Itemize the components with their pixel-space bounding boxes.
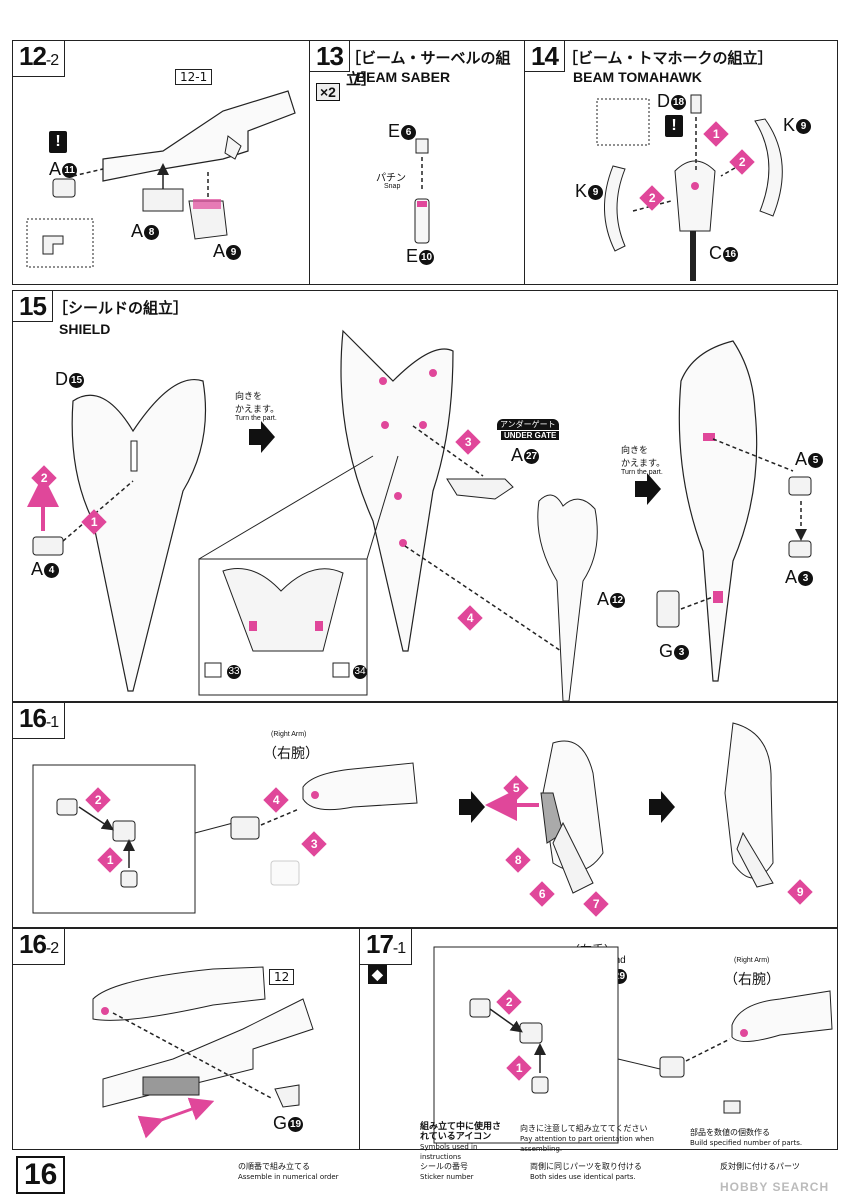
undergate-en: UNDER GATE	[501, 431, 560, 440]
step-number: 15	[13, 291, 53, 322]
step-title-jp: ［シールドの組立］	[53, 299, 189, 317]
step-number: 16-2	[13, 929, 66, 965]
step-number: 14	[525, 41, 565, 72]
legend-header: 組み立て中に使用されているアイコン Symbols used in instru…	[420, 1122, 502, 1161]
turn-note-1-jp: 向きを かえます。	[235, 392, 280, 415]
turn-note-1-en: Turn the part.	[235, 415, 277, 422]
step-title-jp: ［ビーム・サーベルの組立］	[346, 49, 511, 88]
turn-note-2-jp: 向きを かえます。	[621, 446, 666, 469]
page-number: 16	[16, 1156, 66, 1194]
caution-icon: !	[49, 131, 67, 153]
both-sides-icon: ◆	[368, 965, 387, 984]
beam-tomahawk-illustration	[596, 94, 783, 281]
quantity-badge: ×2	[316, 83, 340, 101]
right-arm-en: (Right Arm)	[271, 731, 307, 738]
step-number: 12-2	[13, 41, 66, 77]
right-arm-jp: （右腕）	[724, 972, 780, 988]
legend-item-opposite: 反対側に付けるパーツ	[720, 1162, 800, 1171]
step-17-1-panel: 17-1 ◆ （左手） Left hand (Right Arm) （右腕） I…	[359, 928, 838, 1150]
sticker-34: 34	[353, 665, 367, 679]
left-hand-illustration	[433, 946, 833, 1144]
right-arm-en: (Right Arm)	[734, 957, 770, 964]
ref-label: 12	[269, 969, 295, 985]
step-title-en: SHIELD	[59, 321, 111, 337]
arm-rifle-illustration	[92, 966, 314, 1139]
sticker-33: 33	[227, 665, 241, 679]
ref-label: 12-1	[175, 69, 213, 85]
rifle-illustration	[26, 90, 296, 268]
snap-jp: パチン	[376, 173, 406, 184]
step-number: 13	[310, 41, 350, 72]
step-title-jp: ［ビーム・トマホークの組立］	[563, 49, 773, 67]
right-arm-illustration	[32, 722, 774, 914]
turn-note-2-en: Turn the part.	[621, 469, 663, 476]
beam-saber-illustration	[414, 138, 430, 244]
shield-illustration	[27, 329, 812, 702]
snap-en: Snap	[384, 183, 401, 190]
step-title-en: BEAM SABER	[356, 69, 451, 85]
caution-icon: !	[665, 115, 683, 137]
step-number: 17-1	[360, 929, 413, 965]
right-arm-jp: （右腕）	[263, 746, 319, 762]
step-number: 16-1	[13, 703, 66, 739]
undergate-jp: アンダーゲート	[497, 419, 559, 430]
step-16-1-panel: 16-1 (Right Arm) （右腕） I1 G27 I7	[12, 702, 838, 928]
watermark: HOBBY SEARCH	[720, 1180, 830, 1194]
step-title-en: BEAM TOMAHAWK	[573, 69, 702, 85]
